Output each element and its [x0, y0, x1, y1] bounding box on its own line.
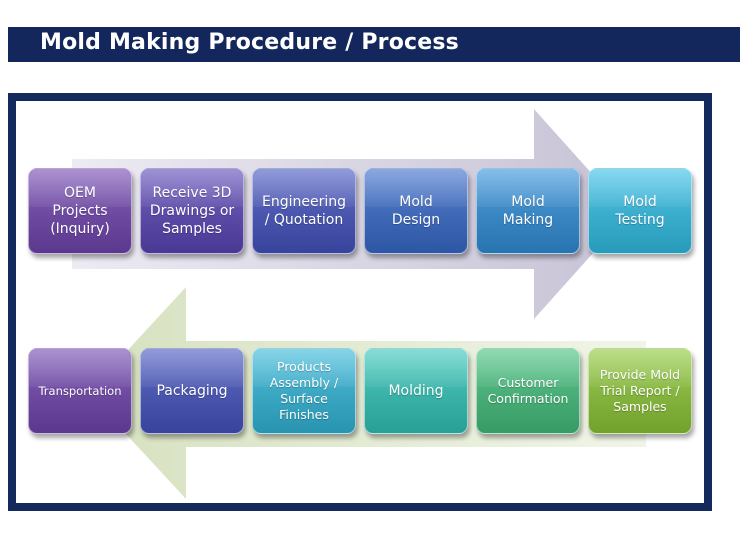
step-transportation: Transportation	[28, 348, 132, 434]
header-bar: Mold Making Procedure / Process	[8, 27, 740, 62]
diagram-frame: OEM Projects (Inquiry) Receive 3D Drawin…	[8, 93, 712, 511]
step-customer-confirmation: Customer Confirmation	[476, 348, 580, 434]
step-engineering-quotation: Engineering / Quotation	[252, 168, 356, 254]
flow-arrows	[72, 109, 646, 499]
step-molding: Molding	[364, 348, 468, 434]
step-mold-design: Mold Design	[364, 168, 468, 254]
step-mold-making: Mold Making	[476, 168, 580, 254]
step-oem-projects: OEM Projects (Inquiry)	[28, 168, 132, 254]
page-title: Mold Making Procedure / Process	[40, 30, 459, 55]
step-receive-drawings: Receive 3D Drawings or Samples	[140, 168, 244, 254]
step-mold-testing: Mold Testing	[588, 168, 692, 254]
step-trial-report: Provide Mold Trial Report / Samples	[588, 348, 692, 434]
step-packaging: Packaging	[140, 348, 244, 434]
step-products-assembly: Products Assembly / Surface Finishes	[252, 348, 356, 434]
